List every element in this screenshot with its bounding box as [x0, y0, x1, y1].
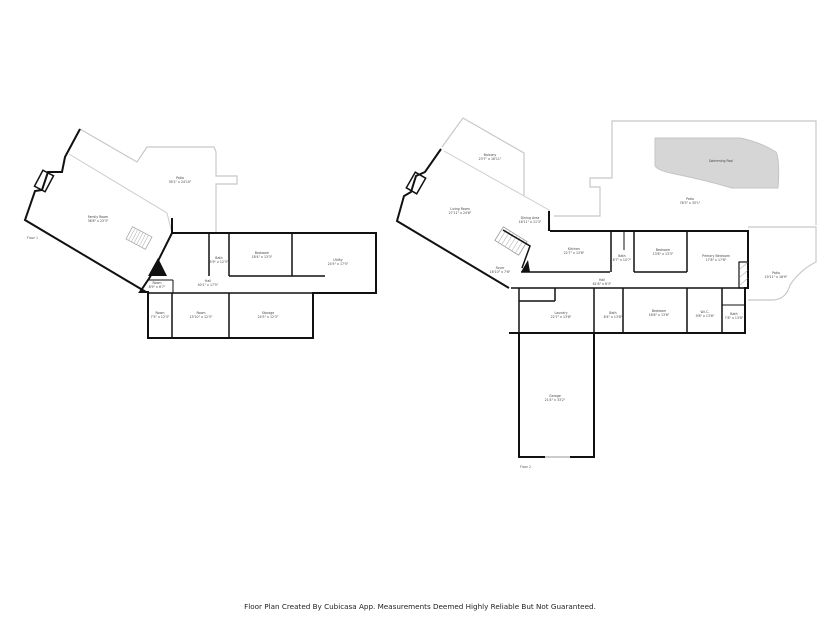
floor2-label: Floor 2: [520, 465, 531, 469]
room-label-wic: W.I.C.9'8" x 13'8": [695, 310, 715, 318]
room-label-swimming-pool: Swimming Pool: [708, 159, 734, 163]
floor1-label: Floor 1: [27, 236, 38, 240]
footer-disclaimer: Floor Plan Created By Cubicasa App. Meas…: [244, 602, 596, 611]
floor2-plan: [395, 117, 817, 458]
floor1-plan: [23, 128, 377, 339]
